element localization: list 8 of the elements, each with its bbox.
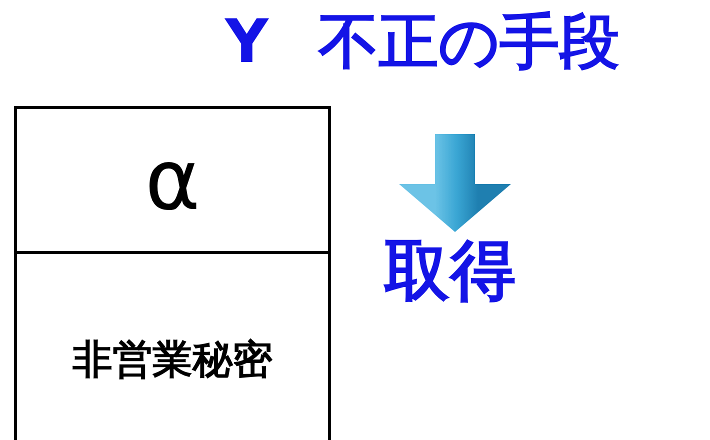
down-arrow — [399, 134, 511, 232]
table-cell — [14, 106, 331, 254]
label-text: 非営業秘密 — [72, 336, 272, 385]
greek-letter: α — [144, 138, 200, 222]
label-text: 取得 — [384, 238, 516, 304]
label-text: 不正の手段 — [318, 12, 620, 72]
label-text: Y — [225, 12, 268, 72]
table-cell — [14, 251, 331, 440]
